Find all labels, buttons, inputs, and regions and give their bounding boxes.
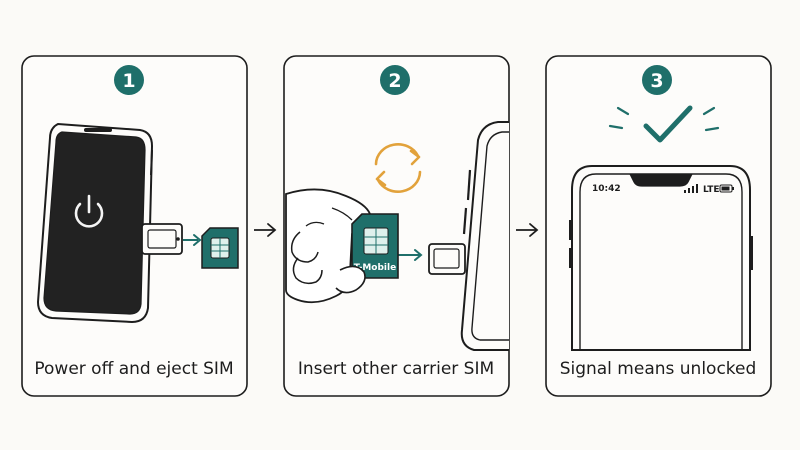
step-1-sim-tray bbox=[141, 223, 183, 255]
step-1-speaker bbox=[84, 128, 112, 132]
signal-bars-icon bbox=[684, 184, 698, 193]
step-1-phone-screen bbox=[43, 131, 146, 315]
step-2-sim-label: T-Mobile bbox=[354, 263, 396, 273]
step-3-caption: Signal means unlocked bbox=[560, 359, 757, 379]
step-3-status-network: LTE bbox=[703, 185, 720, 195]
step-1-panel: 1 bbox=[21, 55, 248, 397]
step-2-badge bbox=[380, 65, 410, 95]
arrow-step-2-to-3 bbox=[516, 223, 539, 237]
step-3-panel: 3 10:42 LTE bbox=[545, 55, 772, 397]
step-2-phone-edge bbox=[460, 121, 509, 351]
step-3-notch bbox=[629, 173, 693, 187]
step-2-panel: 2 bbox=[283, 55, 510, 397]
step-3-phone: 10:42 LTE bbox=[569, 165, 753, 351]
swap-arrows-icon bbox=[374, 143, 422, 193]
step-1-side-button bbox=[150, 149, 153, 176]
step-2-caption: Insert other carrier SIM bbox=[298, 359, 494, 379]
step-1-number: 1 bbox=[122, 70, 135, 92]
step-1-phone bbox=[36, 122, 154, 324]
step-1-sim-card bbox=[201, 227, 239, 269]
power-icon bbox=[74, 194, 104, 228]
checkmark-icon bbox=[608, 105, 720, 143]
step-2-arrow-icon bbox=[398, 249, 423, 261]
step-2-thumb bbox=[335, 265, 366, 294]
step-3-number: 3 bbox=[650, 70, 663, 92]
step-1-badge bbox=[114, 65, 144, 95]
step-1-arrow-icon bbox=[183, 234, 202, 246]
arrow-step-1-to-2 bbox=[254, 223, 277, 237]
step-2-number: 2 bbox=[388, 70, 401, 92]
step-1-caption: Power off and eject SIM bbox=[34, 359, 233, 379]
step-2-sim-tray bbox=[428, 243, 466, 275]
step-3-status-time: 10:42 bbox=[592, 184, 621, 194]
step-3-badge bbox=[642, 65, 672, 95]
step-2-sim-card: T-Mobile bbox=[335, 213, 399, 294]
battery-icon bbox=[719, 184, 734, 193]
